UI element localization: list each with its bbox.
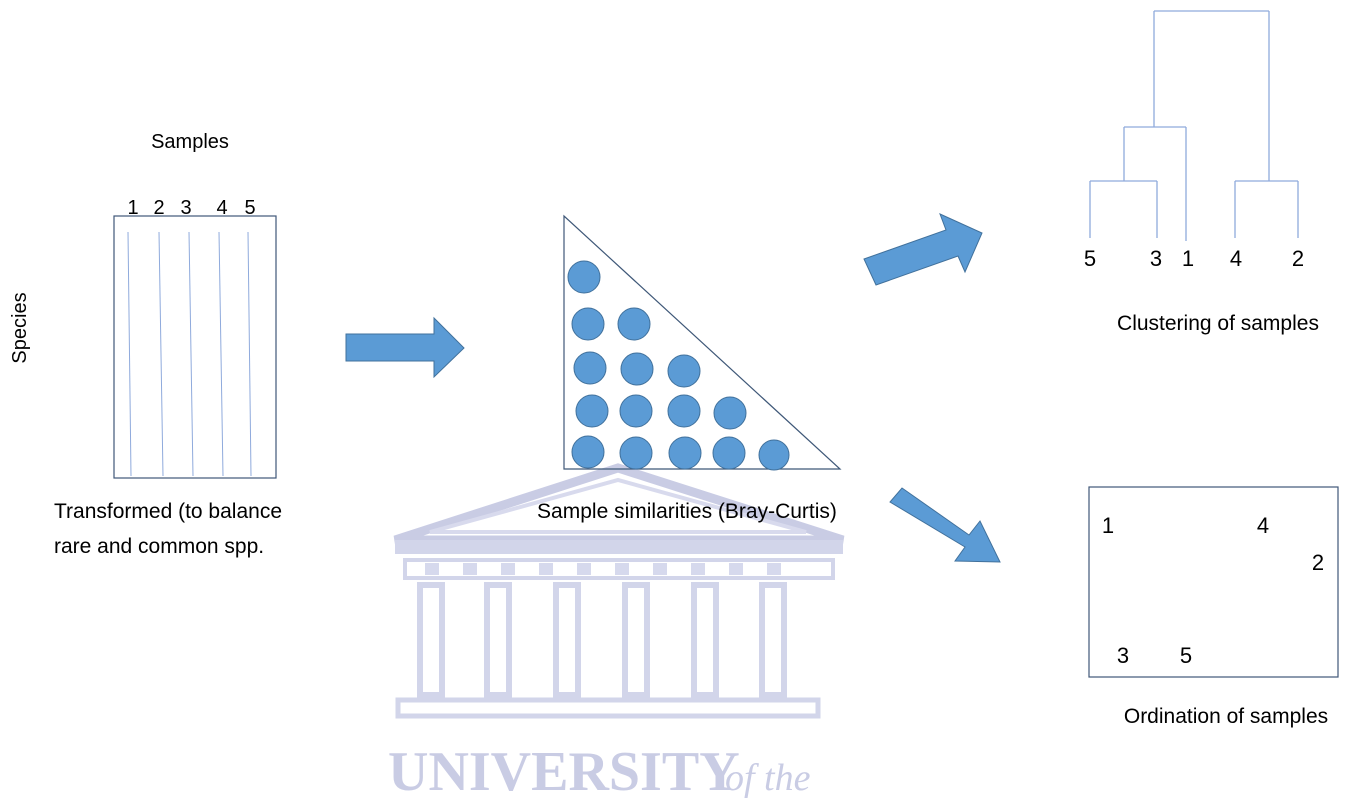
dendrogram-leaf-label: 5 [1084, 246, 1096, 271]
similarity-dot [667, 394, 701, 428]
species-sample-matrix: Samples 1 2 3 4 5 Species Transformed (t… [9, 131, 282, 558]
similarity-triangle [563, 214, 842, 470]
similarity-dot [571, 435, 605, 469]
matrix-column-line-3 [188, 231, 194, 477]
samples-header: Samples [151, 131, 229, 153]
matrix-caption-line1: Transformed (to balance [54, 500, 282, 523]
dendrogram-leaf-label: 2 [1292, 246, 1304, 271]
similarity-dot [571, 307, 605, 341]
dendrogram-leaf-label: 1 [1182, 246, 1194, 271]
watermark-frieze-blocks [425, 563, 781, 575]
similarity-dot [619, 436, 653, 470]
ordination-point-label: 5 [1180, 643, 1192, 668]
matrix-column-line-4 [218, 231, 224, 477]
watermark-columns [417, 582, 787, 698]
matrix-column-line-2 [158, 231, 164, 477]
similarity-dot [667, 354, 701, 388]
watermark-entablature [395, 540, 843, 554]
ordination-point-label: 1 [1102, 513, 1114, 538]
similarity-caption: Sample similarities (Bray-Curtis) [537, 500, 837, 523]
dendrogram-leaf-label: 4 [1230, 246, 1242, 271]
similarity-dot [567, 260, 601, 294]
dendrogram-leaf-label: 3 [1150, 246, 1162, 271]
university-watermark: UNIVERSITY of the [388, 463, 845, 799]
watermark-pediment-inner [429, 477, 807, 534]
similarity-dot [617, 307, 651, 341]
column-label-1: 1 [127, 197, 138, 219]
ordination-plot: 1 4 2 3 5 [1088, 486, 1339, 678]
column-label-4: 4 [216, 197, 227, 219]
arrow-to-similarities [345, 316, 465, 379]
similarity-dot [712, 436, 746, 470]
watermark-base [395, 697, 821, 719]
column-label-3: 3 [180, 197, 191, 219]
species-axis-label: Species [9, 292, 31, 363]
watermark-university-text: UNIVERSITY [388, 741, 740, 799]
similarity-dot [713, 396, 747, 430]
cluster-dendrogram [1089, 10, 1299, 241]
similarity-dot [668, 436, 702, 470]
ordination-caption: Ordination of samples [1124, 705, 1328, 728]
column-label-5: 5 [244, 197, 255, 219]
similarity-dot [758, 439, 790, 471]
watermark-of-the-text: of the [725, 757, 811, 799]
matrix-frame [113, 215, 277, 479]
similarity-dot [619, 394, 653, 428]
similarity-dot [620, 352, 654, 386]
ordination-point-label: 4 [1257, 513, 1269, 538]
similarity-dot [573, 351, 607, 385]
ordination-point-label: 2 [1312, 550, 1324, 575]
similarity-triangle-matrix: Sample similarities (Bray-Curtis) [537, 214, 842, 523]
ordination-frame [1088, 486, 1339, 678]
clustering-caption: Clustering of samples [1117, 312, 1319, 335]
similarity-dot [575, 394, 609, 428]
matrix-caption-line2: rare and common spp. [54, 535, 264, 558]
matrix-column-line-5 [247, 231, 252, 477]
matrix-column-line-1 [127, 231, 132, 477]
similarity-dots [567, 260, 790, 471]
arrow-to-ordination [889, 487, 1001, 563]
column-label-2: 2 [153, 197, 164, 219]
ordination-point-label: 3 [1117, 643, 1129, 668]
arrow-to-clustering [863, 213, 983, 286]
watermark-frieze [403, 558, 835, 580]
